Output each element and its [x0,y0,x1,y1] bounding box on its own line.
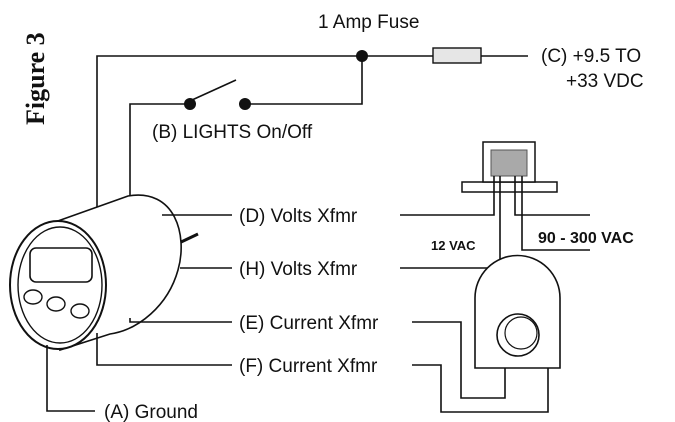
meter-gauge-icon [9,194,199,352]
supply-label-line1: (C) +9.5 TO [541,46,641,67]
current-f-label: (F) Current Xfmr [239,356,378,377]
high-voltage-label: 90 - 300 VAC [538,230,634,247]
ground-label: (A) Ground [104,402,198,422]
figure-label: Figure 3 [21,32,50,125]
current-transformer-icon [412,254,561,413]
volts-h-label: (H) Volts Xfmr [239,259,358,280]
junction-dot [356,50,368,62]
current-e-label: (E) Current Xfmr [239,313,379,334]
switch-label: (B) LIGHTS On/Off [152,122,313,143]
fuse-icon [432,47,482,64]
supply-label-line2: +33 VDC [566,71,644,92]
switch-icon [184,79,251,110]
fuse-label: 1 Amp Fuse [318,12,419,33]
voltage-transformer-icon [400,141,590,269]
low-voltage-label: 12 VAC [431,238,476,253]
meter-wires [46,214,232,412]
supply-wires [96,55,528,225]
volts-d-label: (D) Volts Xfmr [239,206,358,227]
